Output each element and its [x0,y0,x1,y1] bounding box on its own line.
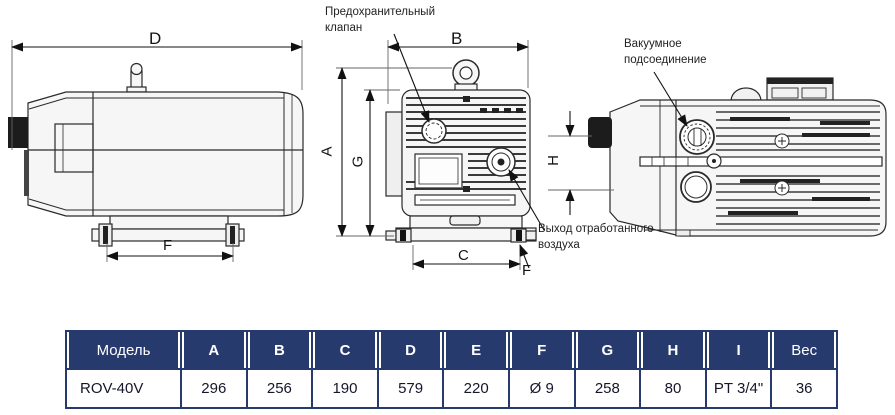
col-header-e: E [442,330,510,370]
cell-g: 258 [573,368,642,409]
fan-bolts [774,133,790,196]
dim-label-b: B [451,29,463,48]
side-view-drawing [8,62,304,247]
cell-h: 80 [639,368,707,409]
safety-valve-leader [393,33,430,123]
dim-label-f-front: F [522,262,532,279]
col-header-c: C [311,330,379,370]
vacuum-connection-label: Вакуумное подсоединение [624,38,707,66]
exhaust-outlet-label: Выход отработанного воздуха [538,223,654,251]
cell-i: PT 3/4" [704,368,773,409]
col-header-b: B [245,330,314,370]
cell-a: 296 [180,368,248,409]
col-header-d: D [376,330,445,370]
col-header-weight: Вес [770,330,838,370]
front-view-base [385,215,537,243]
table-row: ROV-40V 296 256 190 579 220 Ø 9 258 80 P… [65,368,838,409]
cell-model: ROV-40V [65,368,182,409]
dim-label-c: C [458,247,469,264]
dimensions-table: Модель A B C D E F G H I Вес ROV-40V 296… [65,330,838,409]
exhaust-port-front [486,147,516,177]
cell-d: 579 [376,368,445,409]
col-header-f: F [507,330,576,370]
front-view-dimensions [336,33,545,270]
top-view-dimensions [548,71,688,215]
shaft-channel [639,153,883,169]
dim-label-a: A [318,146,336,157]
lower-port [680,171,712,203]
edge-serration [24,150,29,196]
eyebolt [452,59,480,92]
col-header-model: Модель [65,330,182,370]
cell-b: 256 [245,368,314,409]
dim-label-g: G [349,155,367,168]
nameplate [414,153,463,189]
col-header-a: A [180,330,248,370]
cell-f: Ø 9 [507,368,576,409]
col-header-g: G [573,330,642,370]
vacuum-leader [653,71,688,127]
dim-label-h: H [544,155,562,166]
exhaust-leader [508,169,545,231]
safety-valve [421,118,447,144]
vacuum-port [679,119,715,155]
oil-plug [126,62,147,93]
dim-label-d: D [149,29,162,48]
shaft-end-cap [8,117,28,148]
cell-c: 190 [311,368,379,409]
top-cooling-fins [716,111,880,225]
col-header-i: I [704,330,773,370]
top-view-drawing [588,77,887,237]
foot-hole-leader [519,244,530,269]
dim-label-f-side: F [163,237,173,254]
fin-vents [463,96,523,192]
cell-e: 220 [442,368,510,409]
cell-weight: 36 [770,368,838,409]
table-header-row: Модель A B C D E F G H I Вес [65,330,838,370]
safety-valve-label: Предохранительный клапан [325,6,435,34]
cable-gland [588,117,612,148]
front-view-drawing [385,59,537,243]
side-view-dimensions [11,40,303,262]
col-header-h: H [639,330,707,370]
side-view-base [91,215,245,247]
technical-drawing-canvas [8,33,887,270]
terminal-box [766,77,834,101]
dome-cap [730,87,762,101]
